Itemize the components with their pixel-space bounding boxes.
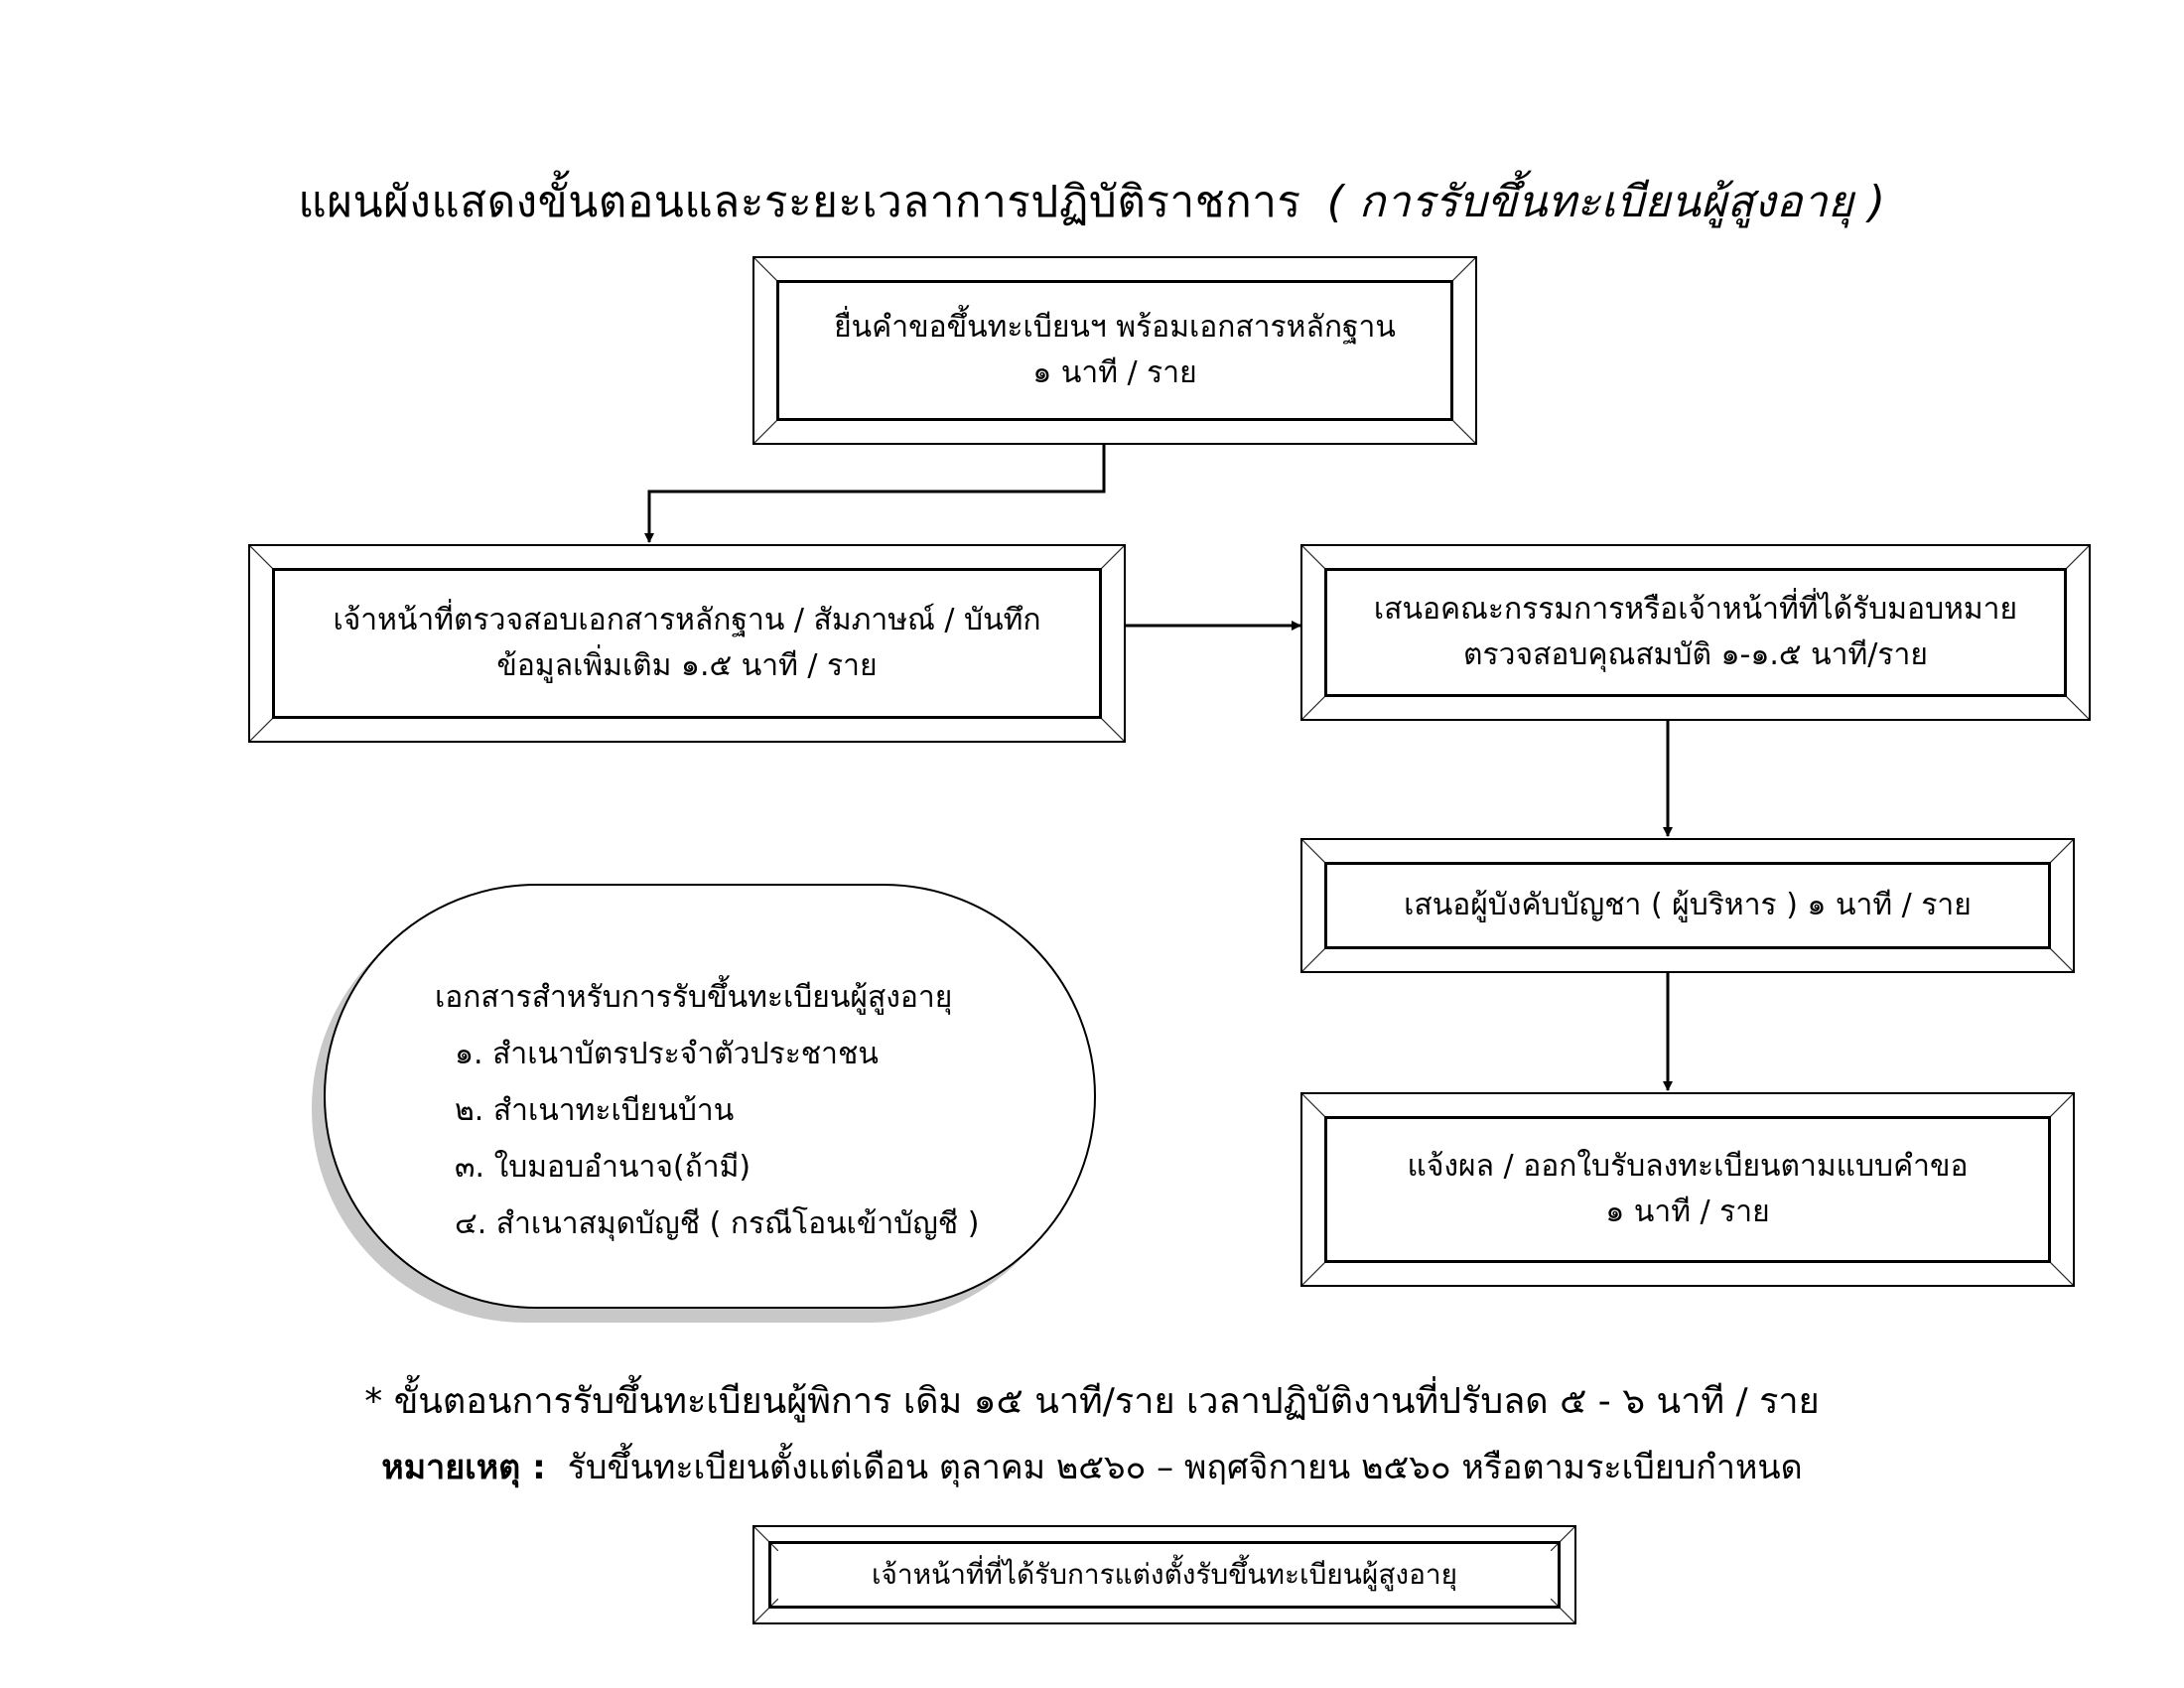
step-committee-review: เสนอคณะกรรมการหรือเจ้าหน้าที่ที่ได้รับมอ… [1300,544,2091,721]
step-line: เสนอคณะกรรมการหรือเจ้าหน้าที่ที่ได้รับมอ… [1373,591,2018,627]
step-time: ตรวจสอบคุณสมบัติ ๑-๑.๕ นาที/ราย [1463,637,1928,672]
page-title: แผนผังแสดงขั้นตอนและระยะเวลาการปฏิบัติรา… [0,167,2184,236]
step-text: เจ้าหน้าที่ตรวจสอบเอกสารหลักฐาน / สัมภาษ… [272,568,1102,719]
title-subject: ( การรับขึ้นทะเบียนผู้สูงอายุ ) [1326,177,1886,227]
responsible-text: เจ้าหน้าที่ที่ได้รับการแต่งตั้งรับขึ้นทะ… [768,1541,1561,1609]
step-text: เสนอคณะกรรมการหรือเจ้าหน้าที่ที่ได้รับมอ… [1324,568,2067,697]
step-line: เสนอผู้บังคับบัญชา ( ผู้บริหาร ) ๑ นาที … [1404,887,1972,922]
step-submit-application: ยื่นคำขอขึ้นทะเบียนฯ พร้อมเอกสารหลักฐาน … [752,256,1477,445]
required-documents-panel: เอกสารสำหรับการรับขึ้นทะเบียนผู้สูงอายุ … [324,884,1096,1309]
step-line: เจ้าหน้าที่ตรวจสอบเอกสารหลักฐาน / สัมภาษ… [333,602,1041,637]
step-notify-result: แจ้งผล / ออกใบรับลงทะเบียนตามแบบคำขอ ๑ น… [1300,1092,2075,1287]
responsible-officer-box: เจ้าหน้าที่ที่ได้รับการแต่งตั้งรับขึ้นทะ… [752,1525,1576,1624]
document-item: ๓. ใบมอบอำนาจ(ถ้ามี) [455,1150,751,1185]
process-note: * ขั้นตอนการรับขึ้นทะเบียนผู้พิการ เดิม … [364,1381,1820,1422]
document-item: ๒. สำเนาทะเบียนบ้าน [455,1093,735,1128]
step-officer-verification: เจ้าหน้าที่ตรวจสอบเอกสารหลักฐาน / สัมภาษ… [248,544,1126,743]
documents-list: เอกสารสำหรับการรับขึ้นทะเบียนผู้สูงอายุ … [435,969,979,1252]
step-time: ข้อมูลเพิ่มเติม ๑.๕ นาที / ราย [496,648,878,683]
step-text: แจ้งผล / ออกใบรับลงทะเบียนตามแบบคำขอ ๑ น… [1324,1116,2051,1263]
step-line: แจ้งผล / ออกใบรับลงทะเบียนตามแบบคำขอ [1407,1148,1969,1184]
remark-note: หมายเหตุ : รับขึ้นทะเบียนตั้งแต่เดือน ตุล… [0,1440,2184,1493]
step-text: เสนอผู้บังคับบัญชา ( ผู้บริหาร ) ๑ นาที … [1324,862,2051,949]
document-item: ๑. สำเนาบัตรประจำตัวประชาชน [455,1037,879,1071]
step-text: ยื่นคำขอขึ้นทะเบียนฯ พร้อมเอกสารหลักฐาน … [776,280,1453,421]
step-line: ยื่นคำขอขึ้นทะเบียนฯ พร้อมเอกสารหลักฐาน [834,309,1396,345]
document-item: ๔. สำเนาสมุดบัญชี ( กรณีโอนเข้าบัญชี ) [455,1206,980,1241]
documents-title: เอกสารสำหรับการรับขึ้นทะเบียนผู้สูงอายุ [435,980,953,1015]
remark-label: หมายเหตุ : [381,1448,546,1487]
step-time: ๑ นาที / ราย [1605,1195,1770,1229]
responsible-label: เจ้าหน้าที่ที่ได้รับการแต่งตั้งรับขึ้นทะ… [871,1558,1458,1592]
arrow-step1-to-step2 [644,445,1106,543]
remark-text: รับขึ้นทะเบียนตั้งแต่เดือน ตุลาคม ๒๕๖๐ –… [567,1448,1803,1487]
step-time: ๑ นาที / ราย [1032,355,1197,390]
title-main: แผนผังแสดงขั้นตอนและระยะเวลาการปฏิบัติรา… [298,177,1301,227]
step-supervisor-approval: เสนอผู้บังคับบัญชา ( ผู้บริหาร ) ๑ นาที … [1300,838,2075,973]
